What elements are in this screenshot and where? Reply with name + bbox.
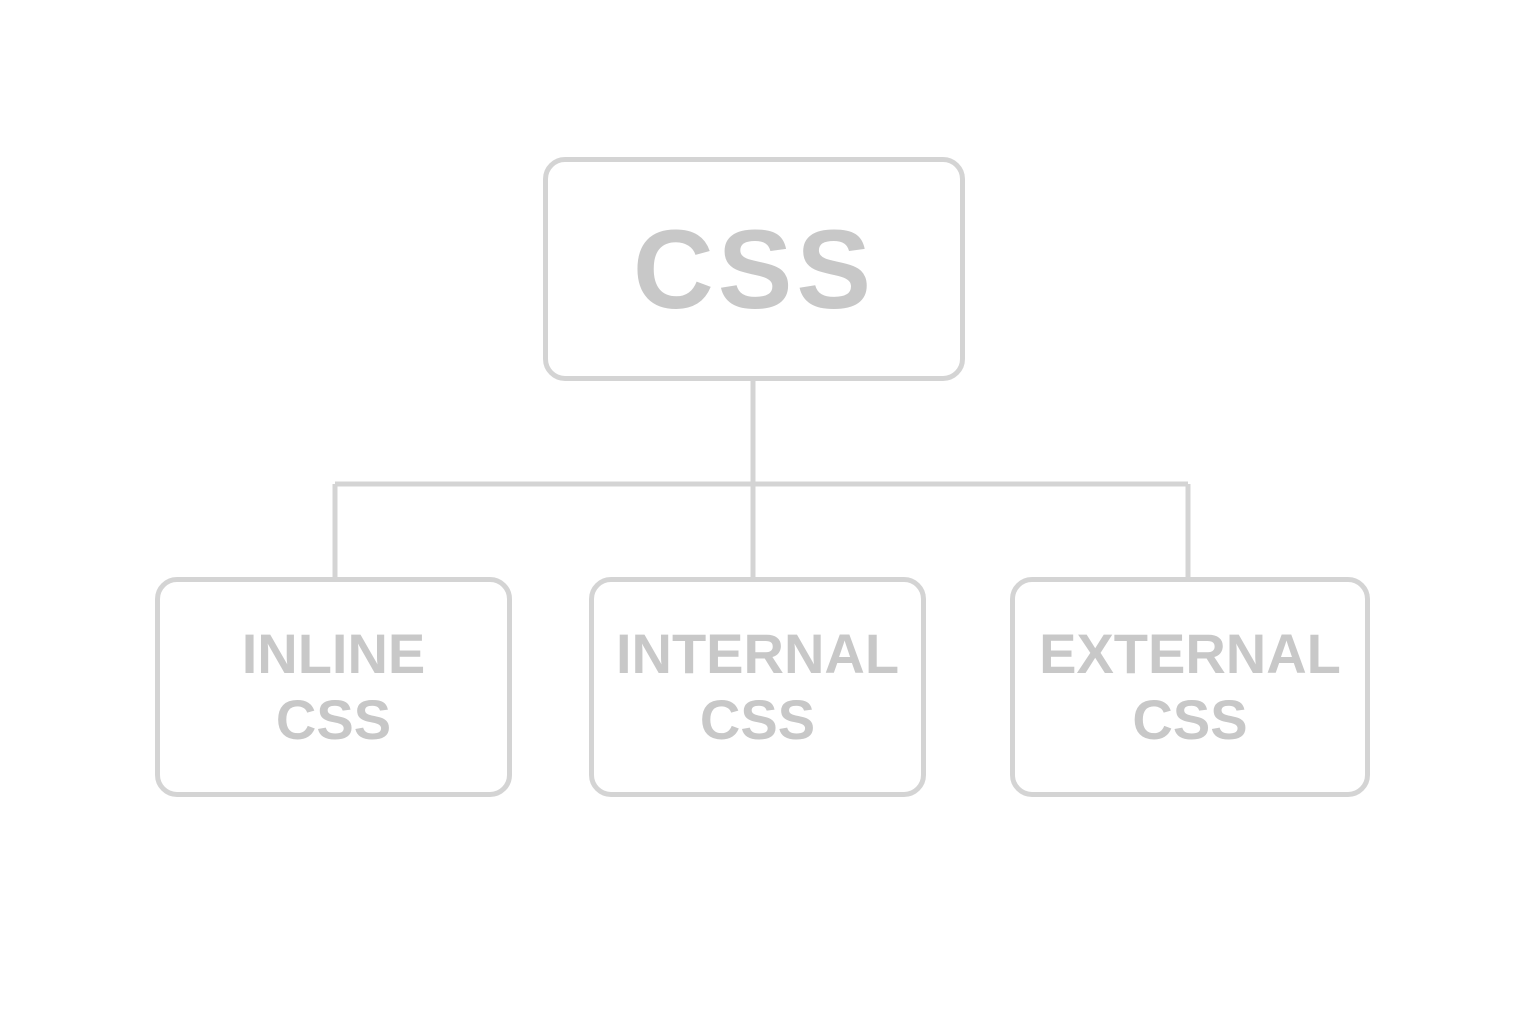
node-inline-css-label: INLINE CSS: [241, 622, 426, 751]
node-internal-css-label: INTERNAL CSS: [615, 622, 900, 751]
node-internal-css: INTERNAL CSS: [589, 577, 926, 797]
node-external-css-label: EXTERNAL CSS: [1039, 622, 1341, 751]
node-inline-css: INLINE CSS: [155, 577, 512, 797]
node-css-label: CSS: [632, 206, 876, 332]
node-external-css: EXTERNAL CSS: [1010, 577, 1370, 797]
node-css: CSS: [543, 157, 965, 381]
